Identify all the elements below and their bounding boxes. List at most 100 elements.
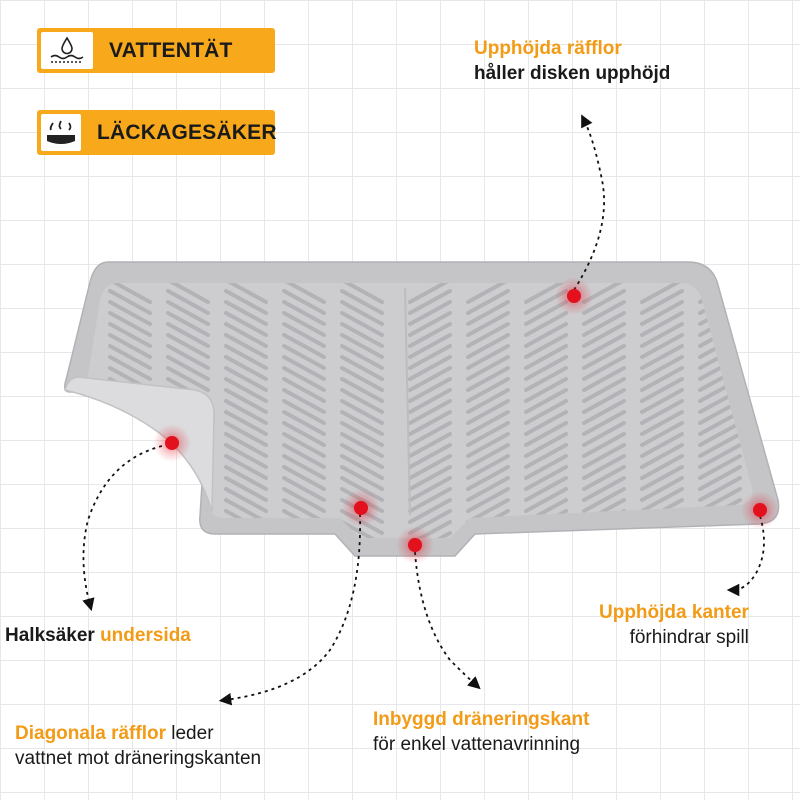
ridge	[108, 498, 152, 524]
ridge	[640, 476, 684, 502]
marker-raised-ridges	[555, 277, 593, 315]
ridge	[282, 531, 326, 538]
ridge	[282, 399, 326, 425]
ridge	[524, 399, 568, 425]
leakproof-label: LÄCKAGESÄKER	[97, 120, 277, 144]
caption-raised-edges: Upphöjda kanter förhindrar spill	[599, 602, 749, 648]
ridge	[466, 333, 510, 359]
arrow-non-slip	[82, 445, 163, 612]
caption-drain-edge: Inbyggd dräneringskant för enkel vattena…	[373, 709, 590, 755]
ridge	[408, 388, 452, 414]
ridge	[524, 377, 568, 403]
ridge	[340, 322, 384, 348]
ridge	[582, 410, 626, 436]
ridge	[224, 283, 268, 304]
ridge	[698, 454, 742, 480]
ridge	[108, 531, 152, 538]
ridge	[224, 344, 268, 370]
ridge	[524, 487, 568, 513]
ridge	[282, 476, 326, 502]
ridge	[108, 289, 152, 315]
ridge	[224, 443, 268, 469]
ridge	[582, 421, 626, 447]
ridge	[108, 333, 152, 359]
ridge	[524, 476, 568, 502]
ridge	[108, 344, 152, 370]
ridge	[224, 531, 268, 538]
ridge	[282, 311, 326, 337]
ridge	[108, 476, 152, 502]
ridge	[582, 399, 626, 425]
ridge	[640, 465, 684, 491]
ridge	[582, 465, 626, 491]
ridge	[582, 311, 626, 337]
marker-diagonal-ridges	[342, 489, 380, 527]
ridge	[466, 377, 510, 403]
ridge	[524, 410, 568, 436]
ridge	[340, 344, 384, 370]
ridge	[408, 432, 452, 458]
ridge	[698, 465, 742, 491]
ridge	[166, 311, 210, 337]
ridge	[340, 366, 384, 392]
ridge	[698, 531, 742, 538]
ridge	[108, 421, 152, 447]
ridge	[340, 399, 384, 425]
waterproof-label: VATTENTÄT	[109, 38, 233, 62]
caption-raised-ridges: Upphöjda räfflor håller disken upphöjd	[474, 38, 671, 84]
ridge	[224, 410, 268, 436]
ridge	[340, 283, 384, 304]
ridge	[166, 300, 210, 326]
ridge	[224, 322, 268, 348]
ridge	[524, 421, 568, 447]
water-drop-icon	[41, 32, 93, 69]
ridge	[408, 300, 452, 326]
ridge	[466, 388, 510, 414]
ridge	[282, 333, 326, 359]
ridge	[108, 509, 152, 535]
ridge	[524, 443, 568, 469]
ridge	[224, 311, 268, 337]
ridge	[582, 476, 626, 502]
ridge	[582, 454, 626, 480]
ridge	[282, 465, 326, 491]
ridge	[524, 465, 568, 491]
ridge	[224, 399, 268, 425]
ridge	[166, 344, 210, 370]
ridge	[582, 322, 626, 348]
ridge	[582, 300, 626, 326]
ridge	[108, 355, 152, 381]
ridge	[640, 377, 684, 403]
ridge	[224, 487, 268, 513]
ridge	[698, 443, 742, 469]
ridge	[282, 443, 326, 469]
ridge	[640, 454, 684, 480]
ridge	[466, 344, 510, 370]
ridge	[640, 289, 684, 315]
ridge	[408, 487, 452, 513]
ridge	[466, 410, 510, 436]
ridge	[408, 465, 452, 491]
caption-diagonal-ridges: Diagonala räfflor leder vattnet mot drän…	[15, 723, 262, 769]
ridge	[640, 421, 684, 447]
ridge	[408, 283, 452, 304]
ridge	[166, 289, 210, 315]
ridge	[166, 355, 210, 381]
ridge	[408, 498, 452, 524]
ridge	[340, 465, 384, 491]
ridge	[282, 410, 326, 436]
ridge	[640, 388, 684, 414]
ridge	[340, 410, 384, 436]
ridge	[108, 454, 152, 480]
ridge	[466, 465, 510, 491]
ridge	[108, 300, 152, 326]
ridge	[224, 432, 268, 458]
leakproof-badge: LÄCKAGESÄKER	[37, 110, 277, 155]
ridge	[340, 388, 384, 414]
ridge	[466, 311, 510, 337]
ridge	[282, 454, 326, 480]
ridge	[282, 355, 326, 381]
arrow-diagonal-ridges	[218, 513, 361, 706]
ridge	[524, 311, 568, 337]
ridge	[108, 432, 152, 458]
